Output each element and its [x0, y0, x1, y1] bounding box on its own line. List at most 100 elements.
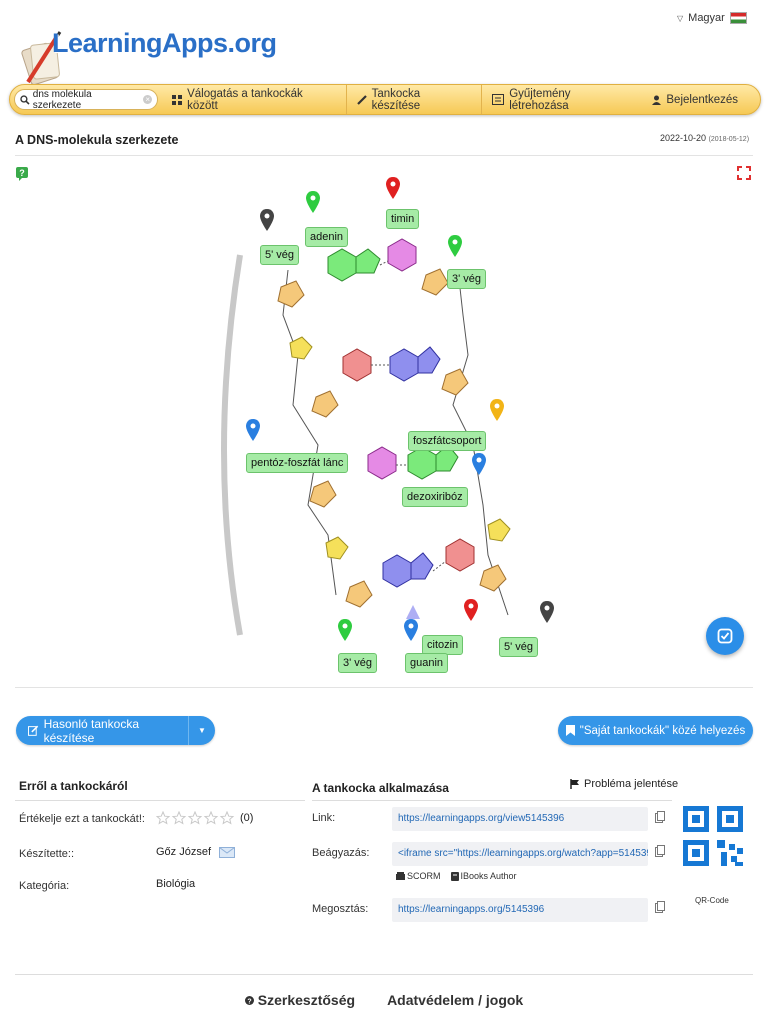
svg-text:?: ? — [19, 168, 25, 178]
hungarian-flag-icon — [729, 12, 747, 24]
label-citozin[interactable]: citozin — [422, 635, 464, 655]
map-pin-icon — [246, 419, 260, 441]
report-problem-link[interactable]: Probléma jelentése — [570, 778, 678, 790]
copy-icon[interactable] — [655, 811, 665, 823]
nav-browse[interactable]: Válogatás a tankockák között — [162, 85, 346, 114]
logo-text: LearningApps.org — [52, 28, 277, 58]
divider — [15, 800, 305, 801]
book-icon — [450, 871, 459, 881]
divider — [312, 800, 672, 801]
dropdown-triangle-icon: ▽ — [677, 13, 684, 23]
report-label: Probléma jelentése — [584, 778, 679, 790]
map-pin-icon — [306, 191, 320, 213]
author-name[interactable]: Gőz József — [156, 846, 212, 858]
svg-text:?: ? — [247, 998, 251, 1005]
footer-editorial-link[interactable]: ? Szerkesztőség — [244, 992, 356, 1008]
main-navbar: dns molekula szerkezete × Válogatás a ta… — [9, 84, 761, 115]
nav-browse-label: Válogatás a tankockák között — [187, 87, 303, 112]
share-label: Megosztás: — [312, 903, 369, 915]
page-title: A DNS-molekula szerkezete — [15, 133, 179, 147]
clear-search-icon[interactable]: × — [143, 95, 153, 104]
logo-artwork — [21, 31, 62, 86]
footer-editorial-label: Szerkesztőség — [257, 992, 356, 1008]
map-pin-icon — [448, 235, 462, 257]
grid-icon — [172, 94, 183, 105]
nav-login[interactable]: Bejelentkezés — [642, 85, 748, 114]
nav-collection[interactable]: Gyűjtemény létrehozása — [481, 85, 642, 114]
label-foszfatcsoport[interactable]: foszfátcsoport — [408, 431, 487, 451]
date-value: 2022-10-20 — [660, 133, 707, 143]
map-pin-icon — [464, 599, 478, 621]
pencil-icon — [356, 94, 367, 105]
label-guanin[interactable]: guanin — [405, 653, 449, 673]
map-pin-icon — [490, 399, 504, 421]
copy-icon[interactable] — [655, 845, 665, 857]
ibooks-link[interactable]: IBooks Author — [450, 871, 517, 881]
bookmark-icon — [565, 725, 575, 736]
search-icon — [20, 94, 30, 105]
site-logo[interactable] — [18, 8, 268, 88]
label-dezoxiriboz[interactable]: dezoxiribóz — [402, 487, 468, 507]
embed-field[interactable]: <iframe src="https://learningapps.org/wa… — [392, 842, 648, 866]
date-original: (2018-05-12) — [708, 136, 750, 143]
search-box[interactable]: dns molekula szerkezete × — [14, 88, 159, 111]
star-rating[interactable]: (0) — [156, 811, 253, 825]
label-3-veg-top[interactable]: 3' vég — [447, 269, 487, 289]
language-label: Magyar — [688, 12, 725, 24]
label-pentoz-foszfat-lanc[interactable]: pentóz-foszfát lánc — [246, 453, 349, 473]
save-label: "Saját tankockák" közé helyezés — [579, 724, 746, 737]
map-pin-icon — [260, 209, 274, 231]
label-adenin[interactable]: adenin — [305, 227, 349, 247]
check-answers-button[interactable] — [706, 617, 744, 655]
share-field[interactable]: https://learningapps.org/5145396 — [392, 898, 648, 922]
divider — [15, 687, 753, 688]
email-icon[interactable] — [219, 846, 236, 858]
label-5-veg-bottom[interactable]: 5' vég — [499, 637, 539, 657]
copy-icon[interactable] — [655, 901, 665, 913]
map-pin-icon — [540, 601, 554, 623]
save-to-my-apps-button[interactable]: "Saját tankockák" közé helyezés — [558, 716, 753, 745]
nav-create-label: Tankocka készítése — [371, 87, 421, 112]
star-icons[interactable] — [156, 811, 238, 825]
map-pin-icon — [406, 605, 420, 619]
map-pin-icon — [386, 177, 400, 199]
nav-login-label: Bejelentkezés — [666, 93, 738, 106]
app-date: 2022-10-20 (2018-05-12) — [660, 133, 749, 143]
create-similar-label: Hasonló tankocka készítése — [43, 716, 140, 745]
map-pin-icon — [472, 453, 486, 475]
language-selector[interactable]: ▽ Magyar — [677, 12, 747, 24]
edit-icon — [28, 725, 39, 736]
nav-create[interactable]: Tankocka készítése — [345, 85, 482, 114]
help-circle-icon: ? — [244, 995, 254, 1005]
map-pin-icon — [338, 619, 352, 641]
link-field[interactable]: https://learningapps.org/view5145396 — [392, 807, 648, 831]
qr-code-label: QR-Code — [695, 896, 729, 905]
link-label: Link: — [312, 812, 336, 824]
embed-label: Beágyazás: — [312, 847, 370, 859]
about-heading: Erről a tankockáról — [19, 779, 128, 793]
user-icon — [652, 95, 662, 105]
help-icon[interactable]: ? — [15, 166, 31, 182]
nav-collection-label: Gyűjtemény létrehozása — [509, 87, 571, 112]
scorm-label: SCORM — [407, 871, 441, 881]
collection-icon — [492, 94, 505, 105]
label-3-veg-bottom[interactable]: 3' vég — [338, 653, 378, 673]
author: Gőz József — [156, 846, 236, 858]
footer-privacy-link[interactable]: Adatvédelem / jogok — [387, 992, 524, 1008]
qr-code[interactable] — [683, 806, 745, 890]
create-similar-button[interactable]: Hasonló tankocka készítése ▼ — [16, 716, 215, 745]
author-label: Készítette:: — [19, 848, 75, 860]
export-links: SCORM IBooks Author — [396, 871, 517, 881]
label-timin[interactable]: timin — [386, 209, 420, 229]
chevron-down-icon[interactable]: ▼ — [188, 716, 215, 745]
dna-diagram: adenin timin 5' vég 3' vég foszfátcsopor… — [218, 175, 558, 685]
ibooks-label: IBooks Author — [460, 871, 517, 881]
category-value[interactable]: Biológia — [156, 878, 196, 890]
search-input[interactable]: dns molekula szerkezete — [32, 88, 92, 111]
map-pin-icon — [404, 619, 418, 641]
dna-structure-image — [221, 238, 511, 636]
category-label: Kategória: — [19, 880, 70, 892]
scorm-link[interactable]: SCORM — [396, 871, 441, 881]
label-5-veg-top[interactable]: 5' vég — [260, 245, 300, 265]
fullscreen-icon[interactable] — [737, 166, 751, 180]
